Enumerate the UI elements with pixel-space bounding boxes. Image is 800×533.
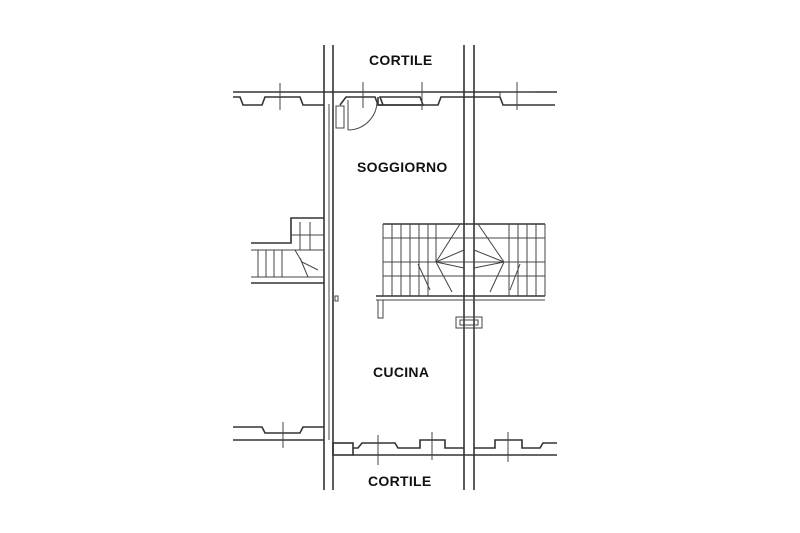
- bottom-facade-wall: [233, 422, 557, 465]
- entry-door: [335, 100, 378, 131]
- room-label-top-courtyard: CORTILE: [369, 52, 433, 68]
- left-wall: [323, 45, 334, 490]
- room-label-kitchen: CUCINA: [373, 364, 430, 380]
- room-label-bottom-courtyard: CORTILE: [368, 473, 432, 489]
- left-staircase: [251, 217, 339, 302]
- right-wall: [463, 45, 475, 490]
- top-facade-wall: [233, 82, 557, 110]
- room-label-living-room: SOGGIORNO: [357, 159, 448, 175]
- right-staircase: [376, 223, 546, 329]
